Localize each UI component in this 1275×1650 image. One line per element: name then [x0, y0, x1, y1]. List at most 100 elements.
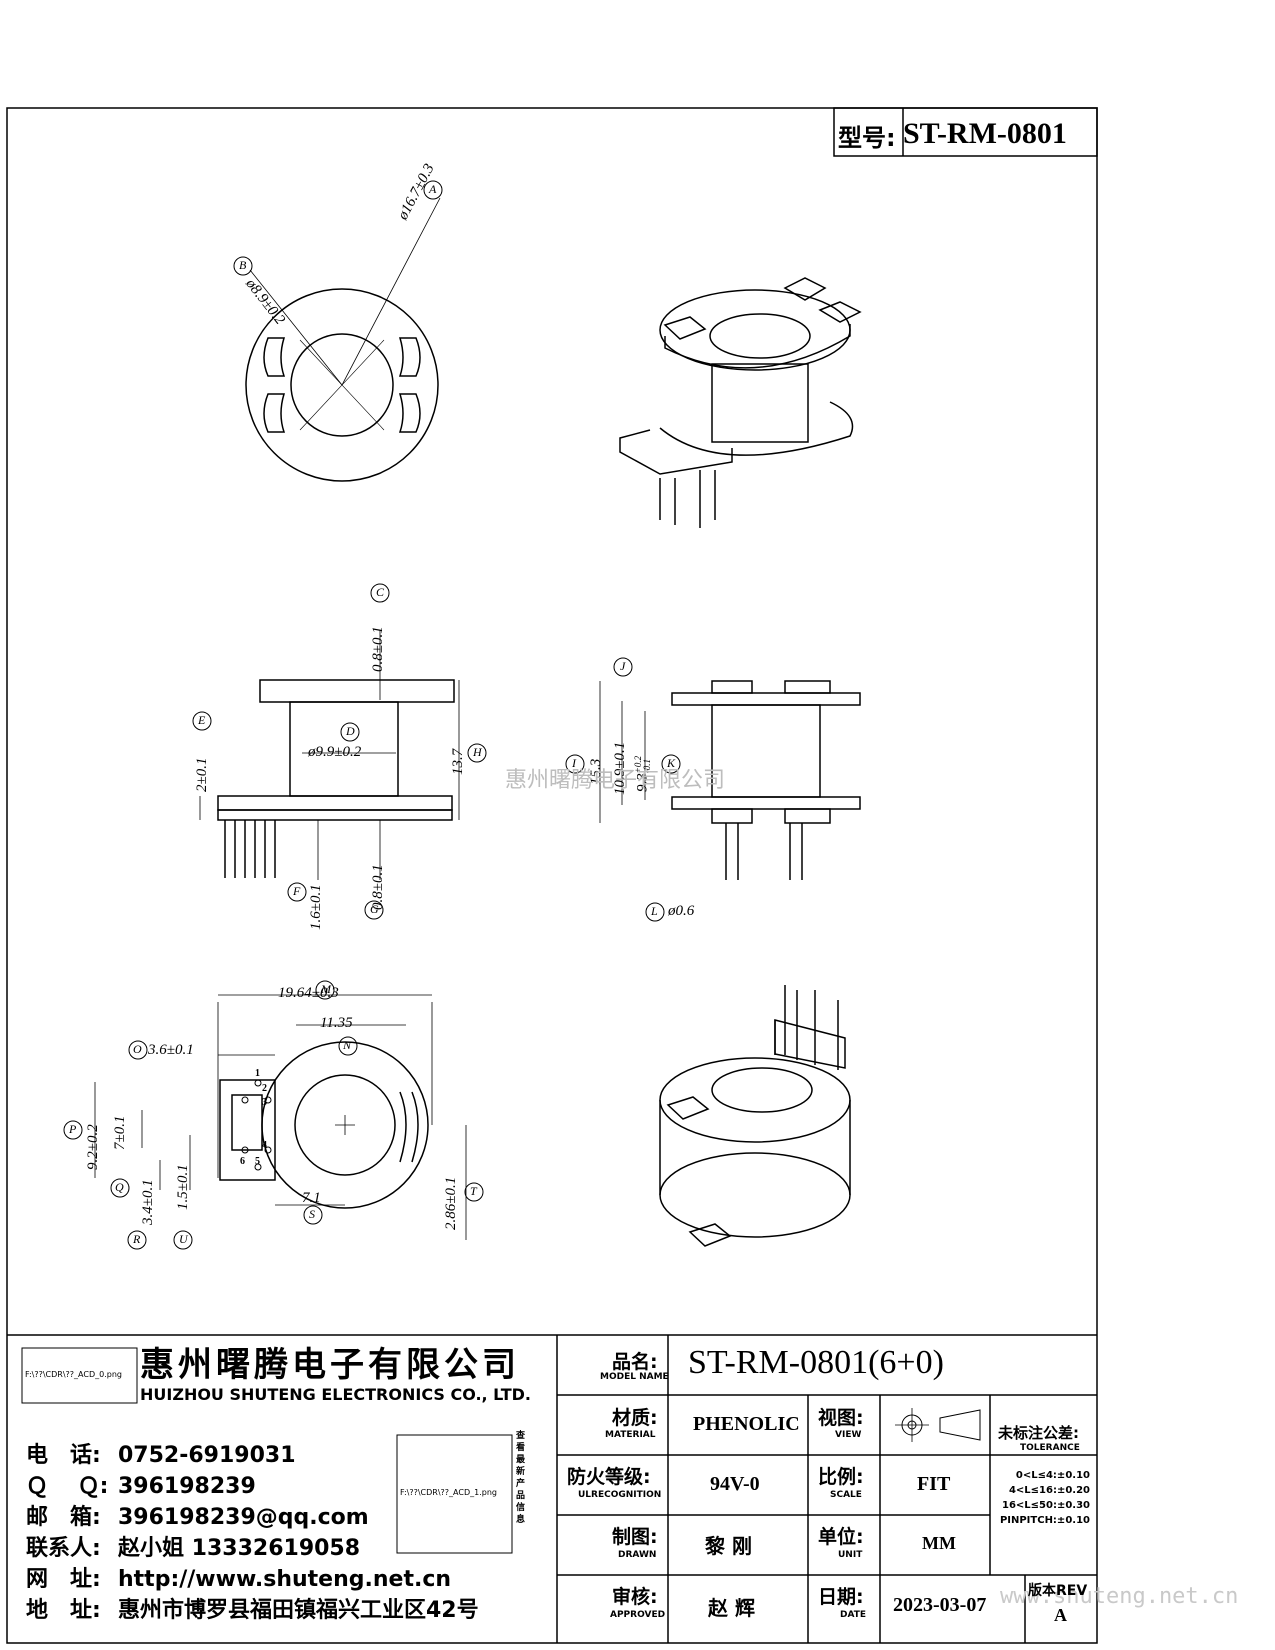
dim-s: 7.1 — [302, 1190, 321, 1206]
callout-k: K — [667, 756, 676, 770]
callout-e: E — [198, 713, 206, 727]
tolerance-row: 16<L≤50:±0.30 — [1001, 1500, 1090, 1511]
contact-label: 联系人: — [26, 1536, 101, 1561]
tolerance-row: 4<L≤16:±0.20 — [1008, 1485, 1090, 1496]
callout-d: D — [346, 724, 355, 738]
pin-label-6: 6 — [240, 1156, 245, 1167]
unit-label: 单位: — [818, 1526, 864, 1548]
dim-q: 7±0.1 — [112, 1115, 128, 1150]
contact-value: 惠州市博罗县福田镇福兴工业区42号 — [118, 1598, 479, 1623]
dim-e: 2±0.1 — [194, 757, 210, 792]
unit-value: MM — [922, 1533, 956, 1553]
isometric-view-bottom — [659, 985, 851, 1247]
callout-q: Q — [115, 1180, 124, 1194]
contact-website[interactable]: 网 址: http://www.shuteng.net.cn — [26, 1561, 479, 1592]
contact-value: 396198239 — [118, 1474, 256, 1499]
top-view — [233, 180, 443, 482]
dim-l: ø0.6 — [668, 903, 695, 919]
title-block-grid — [7, 1334, 1097, 1643]
contact-phone: 电 话:0752-6919031 — [26, 1437, 479, 1468]
watermark-center: 惠州曙腾电子有限公司 — [505, 768, 726, 793]
callout-c: C — [376, 585, 385, 599]
contact-label: 邮 箱: — [26, 1505, 101, 1530]
material-sub: MATERIAL — [605, 1430, 656, 1440]
callout-j: J — [620, 659, 626, 673]
dim-f: 1.6±0.1 — [308, 884, 324, 930]
scale-value: FIT — [917, 1473, 951, 1495]
header-model-label: 型号: — [838, 124, 896, 152]
header-model-value: ST-RM-0801 — [903, 117, 1067, 150]
callout-i: I — [572, 756, 576, 770]
scale-sub: SCALE — [830, 1490, 862, 1500]
callout-t: T — [470, 1184, 477, 1198]
contact-email[interactable]: 邮 箱: 396198239@qq.com — [26, 1499, 479, 1530]
qr-code-image: F:\??\CDR\??_ACD_1.png — [400, 1488, 497, 1497]
pin-label-3: 3 — [262, 1097, 267, 1108]
contact-label: 电 话: — [26, 1443, 101, 1468]
contact-person: 联系人: 赵小姐 13332619058 — [26, 1530, 479, 1561]
contact-label: 网 址: — [26, 1567, 101, 1592]
view-label: 视图: — [818, 1407, 864, 1429]
revision-label: 版本REV — [1028, 1583, 1088, 1599]
contact-label: Ｑ Ｑ: — [26, 1474, 109, 1499]
contact-value[interactable]: http://www.shuteng.net.cn — [118, 1567, 452, 1592]
date-sub: DATE — [840, 1610, 867, 1620]
date-label: 日期: — [818, 1586, 864, 1608]
revision-value: A — [1054, 1605, 1067, 1625]
material-value: PHENOLIC — [693, 1413, 800, 1435]
callout-n: N — [343, 1038, 352, 1052]
dim-m: 19.64±0.3 — [278, 985, 339, 1001]
model-name-label: 品名: — [612, 1351, 658, 1373]
company-logo: F:\??\CDR\??_ACD_0.png — [25, 1370, 122, 1379]
side-view — [192, 583, 487, 920]
drawn-sub: DRAWN — [618, 1550, 657, 1560]
dim-g: 0.8±0.1 — [370, 864, 386, 910]
company-name-cn: 惠州曙腾电子有限公司 — [140, 1345, 520, 1385]
bottom-view — [63, 980, 484, 1250]
callout-u: U — [179, 1232, 188, 1246]
isometric-view-top — [619, 277, 862, 528]
unit-sub: UNIT — [838, 1550, 863, 1560]
pin-label-1: 1 — [255, 1068, 260, 1079]
callout-b: B — [239, 258, 247, 272]
callout-m: M — [321, 982, 331, 996]
view-sub: VIEW — [835, 1430, 862, 1440]
contact-qq: Ｑ Ｑ: 396198239 — [26, 1468, 479, 1499]
approved-sub: APPROVED — [610, 1610, 666, 1620]
dim-n: 11.35 — [320, 1015, 353, 1031]
header-model-box — [833, 107, 1098, 157]
fire-rating-label: 防火等级: — [567, 1466, 651, 1488]
tolerance-row: PINPITCH:±0.10 — [999, 1515, 1090, 1526]
drawn-value: 黎 刚 — [705, 1534, 752, 1558]
callout-s: S — [309, 1207, 315, 1221]
callout-l: L — [651, 904, 658, 918]
approved-label: 审核: — [612, 1586, 658, 1608]
pin-label-2: 2 — [262, 1083, 267, 1094]
tolerance-label: 未标注公差: — [998, 1424, 1079, 1442]
tolerance-table: 0<L≤4:±0.10 4<L≤16:±0.20 16<L≤50:±0.30 P… — [995, 1470, 1090, 1530]
approved-value: 赵 辉 — [708, 1596, 755, 1620]
qr-side-text: 查看最新产品信息 — [516, 1431, 526, 1525]
dim-o: 3.6±0.1 — [148, 1042, 194, 1058]
callout-p: P — [69, 1122, 77, 1136]
date-value: 2023-03-07 — [893, 1594, 987, 1616]
tolerance-row: 0<L≤4:±0.10 — [1015, 1470, 1090, 1481]
contact-label: 地 址: — [26, 1598, 101, 1623]
dim-r: 3.4±0.1 — [140, 1179, 156, 1225]
callout-h: H — [473, 745, 482, 759]
watermark-url: www.shuteng.net.cn — [1000, 1584, 1239, 1609]
fire-rating-sub: ULRECOGNITION — [578, 1490, 662, 1500]
contact-value: 赵小姐 13332619058 — [118, 1536, 361, 1561]
contact-list: 电 话:0752-6919031 Ｑ Ｑ: 396198239 邮 箱: 39619… — [26, 1437, 479, 1623]
drawn-label: 制图: — [612, 1526, 658, 1548]
fire-rating-value: 94V-0 — [710, 1473, 760, 1495]
pin-label-4: 4 — [262, 1140, 267, 1151]
material-label: 材质: — [612, 1407, 658, 1429]
callout-r: R — [133, 1232, 141, 1246]
callout-a: A — [429, 182, 437, 196]
contact-value[interactable]: 396198239@qq.com — [118, 1505, 369, 1530]
sheet-border — [6, 107, 1098, 1644]
contact-address: 地 址: 惠州市博罗县福田镇福兴工业区42号 — [26, 1592, 479, 1623]
dim-d: ø9.9±0.2 — [308, 744, 362, 760]
model-name-value: ST-RM-0801(6+0) — [688, 1344, 944, 1381]
